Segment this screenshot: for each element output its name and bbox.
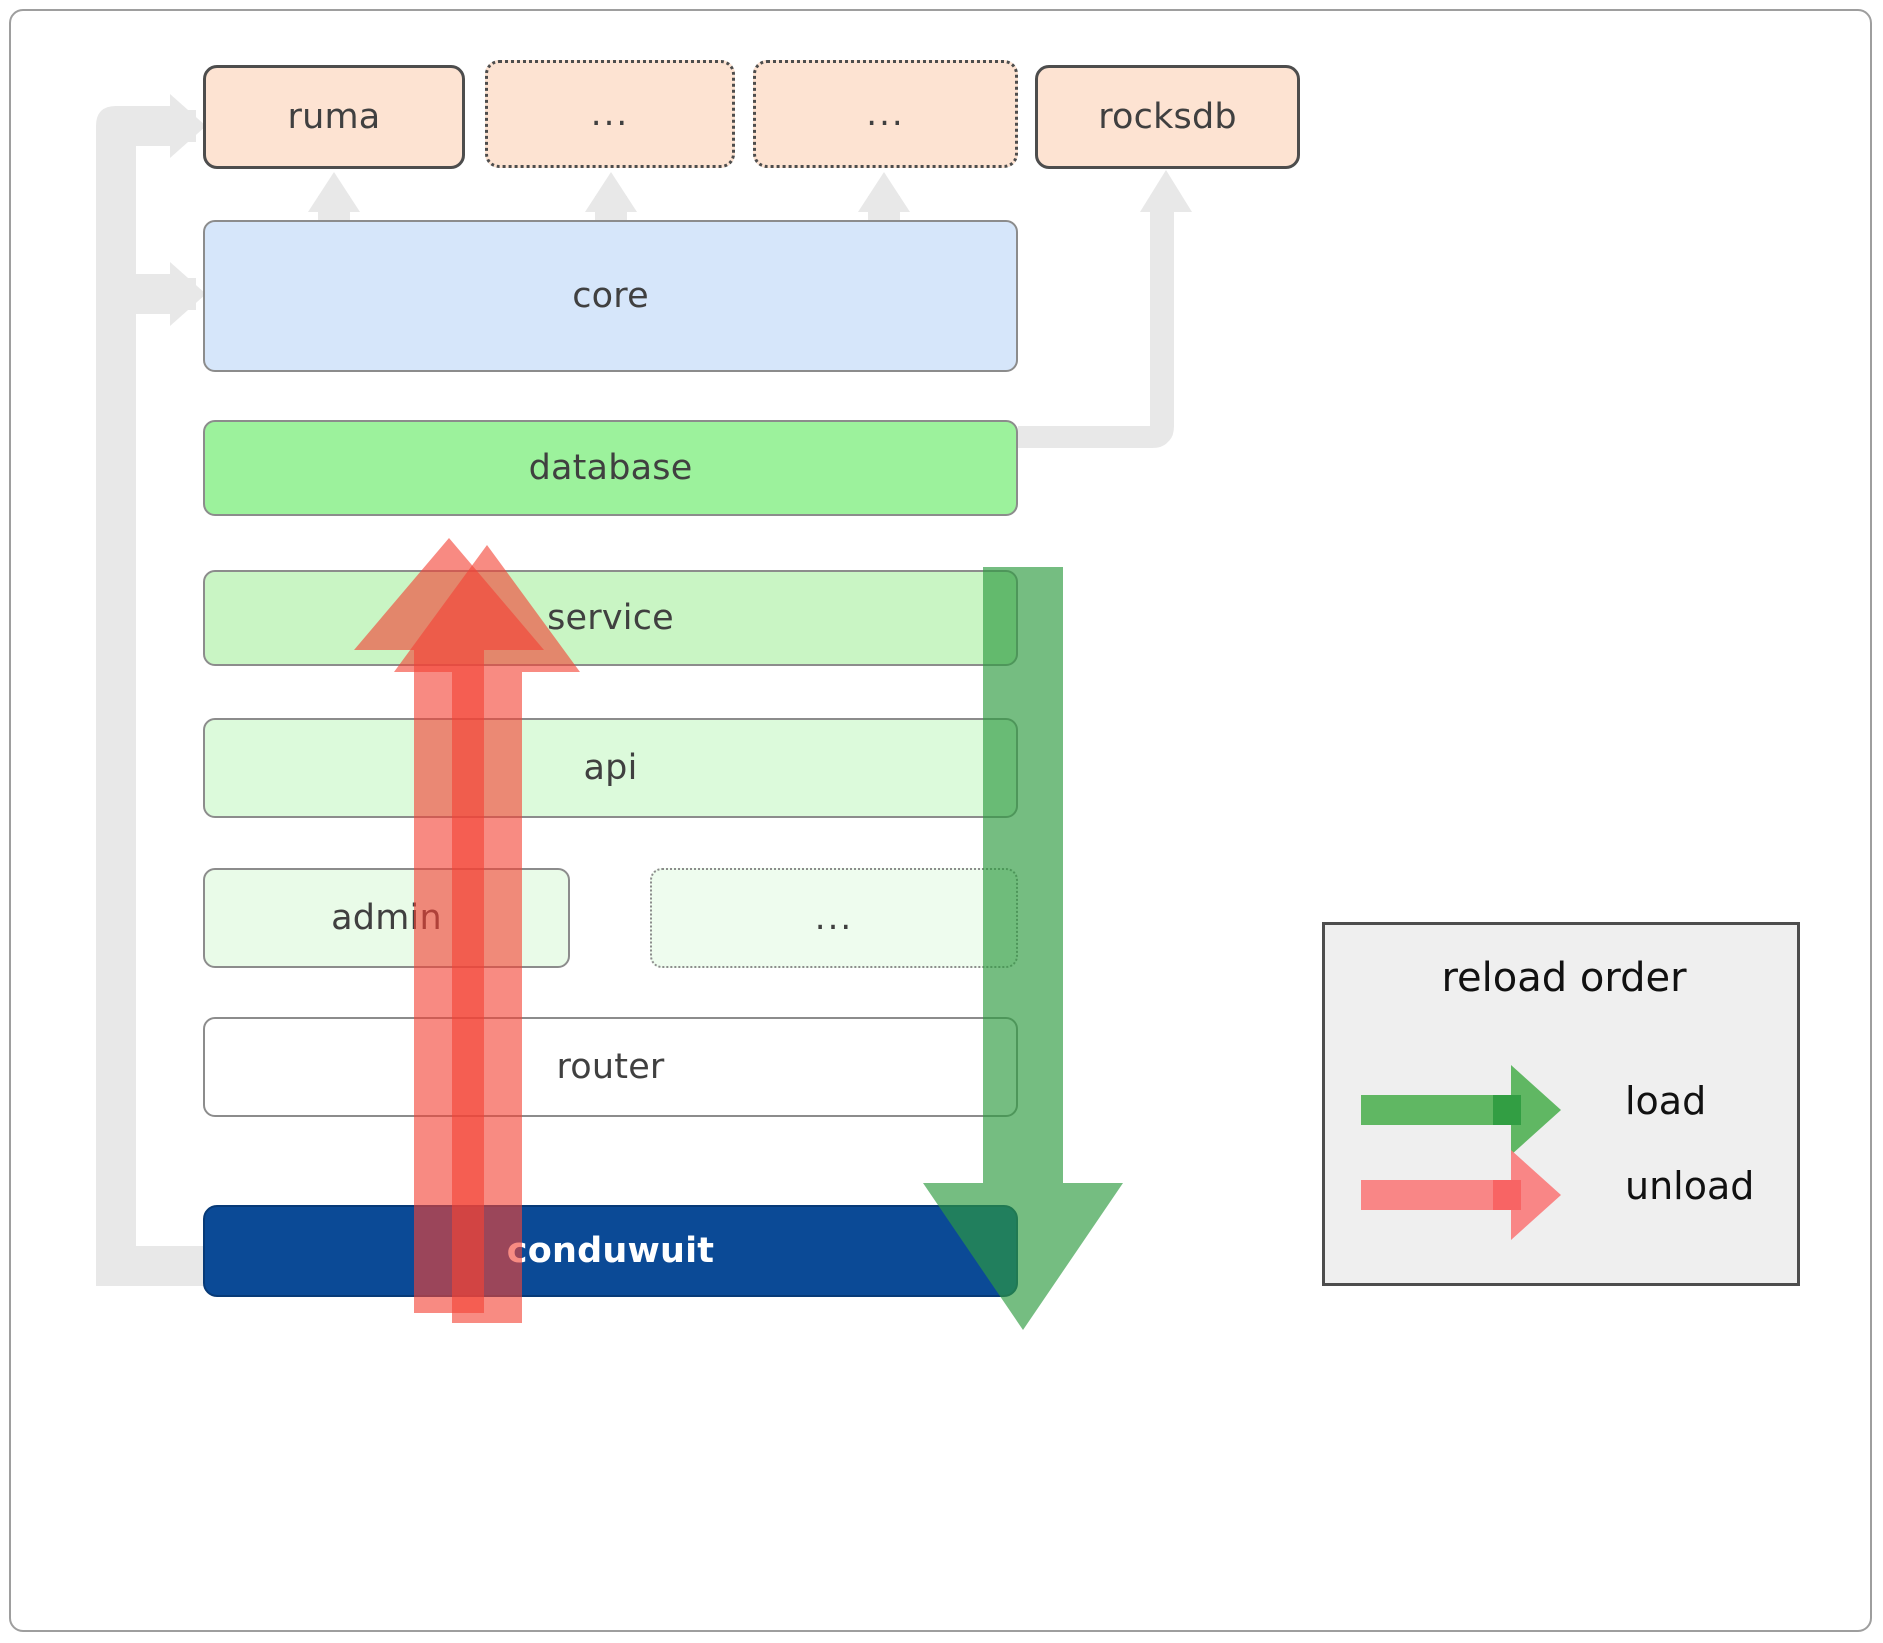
dep-box-rocksdb[interactable]: rocksdb — [1035, 65, 1300, 169]
legend-panel: reload order load unload — [1322, 922, 1800, 1286]
layer-box-core-label: core — [572, 276, 649, 316]
layer-box-database-label: database — [528, 448, 693, 488]
legend-unload-label: unload — [1625, 1164, 1755, 1208]
layer-box-service[interactable]: service — [203, 570, 1018, 666]
layer-box-service-label: service — [547, 598, 674, 638]
layer-box-router[interactable]: router — [203, 1017, 1018, 1117]
layer-box-placeholder[interactable]: ... — [650, 868, 1018, 968]
layer-box-placeholder-label: ... — [814, 897, 854, 938]
legend-row-unload: unload — [1325, 1150, 1803, 1240]
layer-box-core[interactable]: core — [203, 220, 1018, 372]
legend-unload-arrow-icon — [1361, 1150, 1561, 1240]
dep-box-placeholder-2-label: ... — [866, 93, 905, 134]
layer-box-router-label: router — [556, 1047, 665, 1087]
legend-title: reload order — [1441, 955, 1687, 1001]
dep-box-placeholder-1-label: ... — [590, 93, 630, 134]
legend-load-label: load — [1625, 1079, 1707, 1123]
root-box-conduwuit-label: conduwuit — [506, 1231, 715, 1271]
dep-box-placeholder-2[interactable]: ... — [753, 60, 1018, 168]
legend-row-load: load — [1325, 1065, 1803, 1155]
legend-load-arrow-wrap — [1361, 1065, 1601, 1155]
layer-box-admin-label: admin — [331, 898, 442, 938]
legend-unload-arrow-wrap — [1361, 1150, 1601, 1240]
dep-box-ruma[interactable]: ruma — [203, 65, 465, 169]
layer-box-database[interactable]: database — [203, 420, 1018, 516]
dep-box-placeholder-1[interactable]: ... — [485, 60, 735, 168]
layer-box-api[interactable]: api — [203, 718, 1018, 818]
layer-box-api-label: api — [583, 748, 638, 788]
dep-box-ruma-label: ruma — [287, 97, 381, 137]
legend-load-arrow-icon — [1361, 1065, 1561, 1155]
dep-box-rocksdb-label: rocksdb — [1098, 97, 1237, 137]
layer-box-admin[interactable]: admin — [203, 868, 570, 968]
root-box-conduwuit[interactable]: conduwuit — [203, 1205, 1018, 1297]
